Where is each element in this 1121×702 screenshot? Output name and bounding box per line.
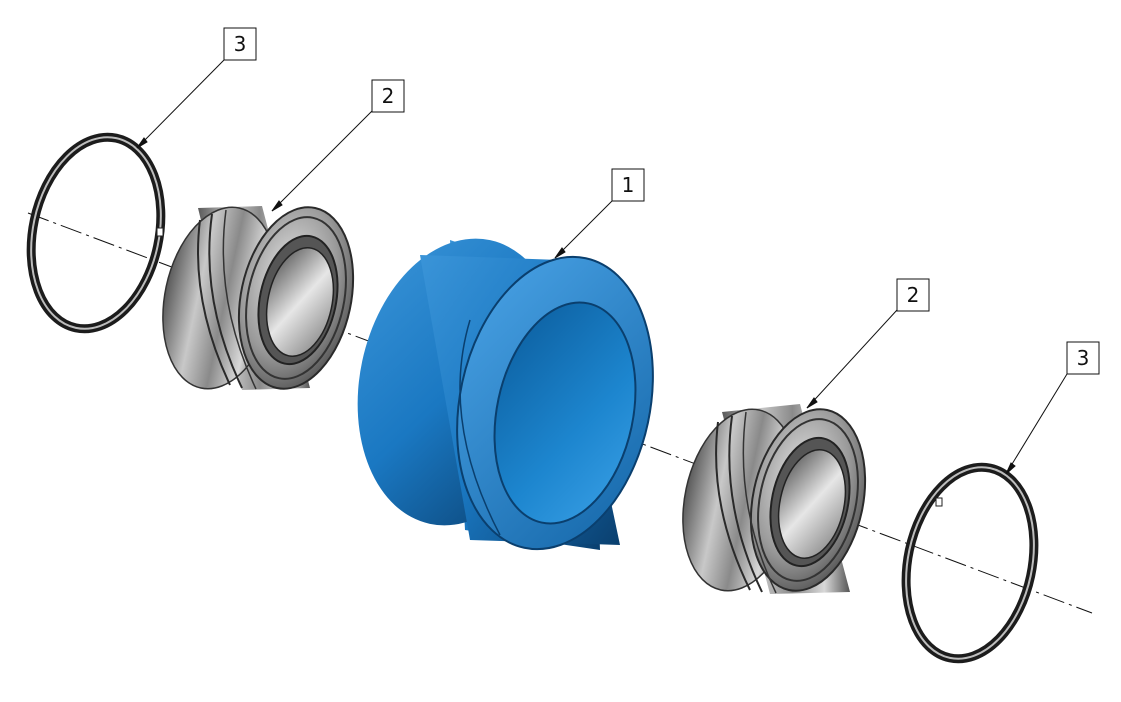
housing: [357, 238, 654, 551]
balloon-label: 2: [382, 84, 395, 108]
balloon-label: 3: [234, 32, 247, 56]
balloon-2-left: 2: [371, 79, 405, 113]
balloon-2-right: 2: [896, 278, 930, 312]
balloon-label: 2: [907, 283, 920, 307]
balloon-label: 3: [1077, 346, 1090, 370]
balloon-label: 1: [622, 173, 635, 197]
balloon-1: 1: [611, 168, 645, 202]
bearing-right: [682, 404, 867, 594]
balloon-3-right: 3: [1066, 341, 1100, 375]
bearing-left: [162, 206, 355, 390]
retaining-ring-right: [901, 462, 1039, 664]
balloon-3-left: 3: [223, 27, 257, 61]
retaining-ring-left: [26, 132, 166, 334]
leader-lines: [136, 59, 1068, 475]
